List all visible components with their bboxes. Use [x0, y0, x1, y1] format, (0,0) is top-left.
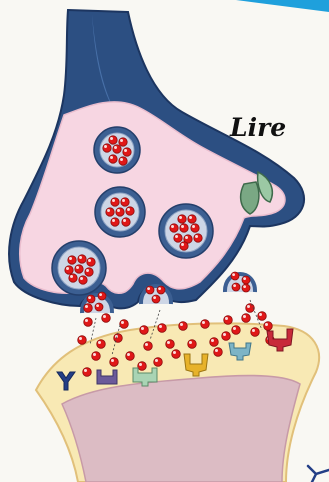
neurotransmitter-molecule — [140, 326, 149, 335]
neurotransmitter-molecule — [180, 242, 188, 250]
neurotransmitter-molecule — [258, 312, 267, 321]
neurotransmitter-molecule — [65, 266, 73, 274]
neurotransmitter-molecule — [119, 138, 127, 146]
neurotransmitter-molecule — [188, 215, 196, 223]
neurotransmitter-molecule — [154, 358, 163, 367]
neurotransmitter-molecule — [106, 208, 114, 216]
neurotransmitter-molecule — [174, 234, 182, 242]
neurotransmitter-molecule — [111, 218, 119, 226]
neurotransmitter-molecule — [242, 284, 250, 292]
neurotransmitter-molecule — [78, 336, 87, 345]
neurotransmitter-molecule — [157, 286, 165, 294]
neurotransmitter-molecule — [146, 286, 154, 294]
neurotransmitter-molecule — [126, 207, 134, 215]
accent-stripe — [236, 0, 329, 12]
neurotransmitter-molecule — [158, 324, 167, 333]
neurotransmitter-molecule — [79, 276, 87, 284]
neurotransmitter-molecule — [242, 314, 251, 323]
neurotransmitter-molecule — [110, 358, 119, 367]
neurotransmitter-molecule — [224, 316, 233, 325]
neurotransmitter-molecule — [103, 144, 111, 152]
neurotransmitter-molecule — [231, 272, 239, 280]
neurotransmitter-molecule — [102, 314, 111, 323]
neurotransmitter-molecule — [98, 292, 106, 300]
neurotransmitter-molecule — [109, 155, 117, 163]
postsynaptic-cytoplasm — [62, 376, 300, 482]
neurotransmitter-molecule — [191, 224, 199, 232]
neurotransmitter-molecule — [232, 283, 240, 291]
neurotransmitter-molecule — [120, 320, 129, 329]
neurotransmitter-molecule — [222, 332, 231, 341]
synaptic-vesicle — [52, 241, 106, 295]
neurotransmitter-molecule — [85, 268, 93, 276]
dendrite-fragment-icon — [308, 466, 329, 482]
neurotransmitter-molecule — [166, 340, 175, 349]
neurotransmitter-molecule — [138, 362, 147, 371]
neurotransmitter-molecule — [179, 322, 188, 331]
neurotransmitter-molecule — [87, 295, 95, 303]
neurotransmitter-molecule — [87, 258, 95, 266]
neurotransmitter-molecule — [188, 340, 197, 349]
neurotransmitter-molecule — [178, 215, 186, 223]
neurotransmitter-molecule — [242, 276, 250, 284]
neurotransmitter-molecule — [264, 322, 273, 331]
neurotransmitter-molecule — [114, 334, 123, 343]
neurotransmitter-molecule — [152, 295, 160, 303]
neurotransmitter-molecule — [84, 318, 93, 327]
neurotransmitter-molecule — [170, 224, 178, 232]
neurotransmitter-molecule — [92, 352, 101, 361]
synaptic-vesicle — [159, 204, 213, 258]
neurotransmitter-molecule — [210, 338, 219, 347]
neurotransmitter-molecule — [78, 255, 86, 263]
neurotransmitter-molecule — [172, 350, 181, 359]
neurotransmitter-molecule — [251, 328, 260, 337]
neurotransmitter-molecule — [123, 148, 131, 156]
synaptic-vesicle — [94, 127, 140, 173]
neurotransmitter-molecule — [214, 348, 223, 357]
neurotransmitter-molecule — [95, 303, 103, 311]
neurotransmitter-molecule — [194, 234, 202, 242]
fusing-vesicle — [225, 272, 255, 292]
neurotransmitter-molecule — [144, 342, 153, 351]
neurotransmitter-molecule — [109, 136, 117, 144]
neurotransmitter-molecule — [68, 256, 76, 264]
neurotransmitter-molecule — [119, 157, 127, 165]
neurotransmitter-molecule — [113, 145, 121, 153]
fusing-vesicle — [141, 286, 171, 304]
neurotransmitter-molecule — [97, 340, 106, 349]
neurotransmitter-molecule — [201, 320, 210, 329]
neurotransmitter-molecule — [75, 265, 83, 273]
lire-label: Lire — [229, 113, 286, 142]
neurotransmitter-molecule — [111, 198, 119, 206]
neurotransmitter-molecule — [122, 218, 130, 226]
neurotransmitter-molecule — [126, 352, 135, 361]
neurotransmitter-molecule — [232, 326, 241, 335]
neurotransmitter-molecule — [83, 368, 92, 377]
neurotransmitter-molecule — [69, 274, 77, 282]
neurotransmitter-molecule — [116, 208, 124, 216]
neurotransmitter-molecule — [180, 224, 188, 232]
neurotransmitter-molecule — [121, 198, 129, 206]
synaptic-vesicle — [95, 187, 145, 237]
neurotransmitter-molecule — [84, 304, 93, 313]
